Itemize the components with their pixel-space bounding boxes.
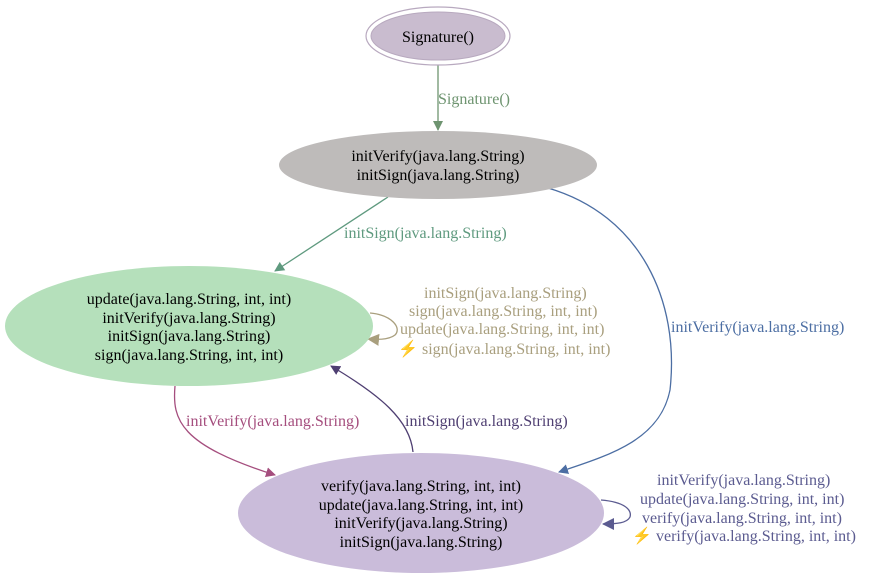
s3-line-1: verify(java.lang.String, int, int)	[321, 478, 521, 495]
edge-label-s2-self-2: sign(java.lang.String, int, int)	[409, 303, 597, 320]
lightning-icon: ⚡	[632, 526, 652, 545]
edge-label-s3-to-s2: initSign(java.lang.String)	[405, 413, 568, 430]
edge-s1-to-s2	[274, 196, 389, 272]
edge-label-s1-to-s3: initVerify(java.lang.String)	[671, 319, 844, 336]
edge-label-s3-self-2: update(java.lang.String, int, int)	[640, 491, 844, 508]
start-node-label: Signature()	[402, 29, 474, 46]
s1-line-1: initVerify(java.lang.String)	[351, 148, 524, 165]
edge-label-s2-self-3: update(java.lang.String, int, int)	[400, 321, 604, 338]
edge-label-s3-self-3: verify(java.lang.String, int, int)	[642, 510, 842, 527]
edge-label-start-to-s1: Signature()	[438, 91, 510, 108]
edge-label-s2-self-4: sign(java.lang.String, int, int)	[422, 341, 610, 358]
s2-line-1: update(java.lang.String, int, int)	[87, 291, 291, 308]
edge-label-s3-self-1: initVerify(java.lang.String)	[657, 472, 830, 489]
s2-line-2: initVerify(java.lang.String)	[102, 310, 275, 327]
s2-line-3: initSign(java.lang.String)	[108, 328, 271, 345]
edge-label-s1-to-s2: initSign(java.lang.String)	[344, 225, 507, 242]
edge-s1-to-s3	[547, 187, 673, 474]
edge-s3-self-loop	[600, 499, 631, 530]
s3-line-3: initVerify(java.lang.String)	[334, 515, 507, 532]
edge-s2-self-loop	[367, 312, 398, 346]
edge-label-s2-self-1: initSign(java.lang.String)	[424, 285, 587, 302]
s1-line-2: initSign(java.lang.String)	[357, 167, 520, 184]
lightning-icon: ⚡	[398, 339, 418, 358]
state-node-s3: verify(java.lang.String, int, int) updat…	[238, 453, 604, 573]
state-node-s2: update(java.lang.String, int, int) initV…	[5, 266, 373, 386]
edge-s3-to-s2	[330, 365, 414, 453]
s2-line-4: sign(java.lang.String, int, int)	[95, 347, 283, 364]
state-node-s1: initVerify(java.lang.String) initSign(ja…	[279, 131, 597, 199]
edge-s2-to-s3	[173, 385, 276, 478]
s3-line-4: initSign(java.lang.String)	[340, 534, 503, 551]
edge-label-s3-self-4: verify(java.lang.String, int, int)	[656, 528, 856, 545]
s3-line-2: update(java.lang.String, int, int)	[319, 497, 523, 514]
edge-label-s2-to-s3: initVerify(java.lang.String)	[186, 413, 359, 430]
start-node: Signature()	[365, 6, 511, 66]
